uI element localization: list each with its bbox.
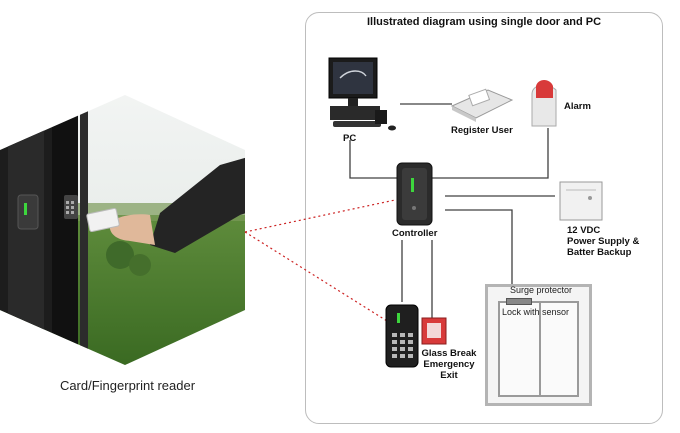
keypad-reader-device bbox=[385, 304, 419, 368]
glass-break-label-line1: Glass Break bbox=[421, 348, 477, 359]
pc-label: PC bbox=[343, 133, 357, 144]
glass-break-label: Glass Break Emergency Exit bbox=[420, 348, 478, 381]
controller-label: Controller bbox=[392, 228, 438, 239]
wire-controller-lock bbox=[445, 209, 513, 300]
door-panels bbox=[498, 301, 579, 397]
diagram-title: Illustrated diagram using single door an… bbox=[366, 16, 602, 28]
power-supply-label-line2: Power Supply & bbox=[567, 236, 640, 247]
alarm-device bbox=[531, 80, 557, 127]
lock-sensor-label: Lock with sensor bbox=[502, 307, 570, 317]
register-user-device bbox=[450, 88, 514, 122]
pc-device bbox=[328, 57, 396, 131]
wire-alarm-controller bbox=[432, 128, 549, 179]
lock-device bbox=[506, 298, 532, 305]
door-frame bbox=[485, 284, 592, 406]
link-to-controller bbox=[244, 199, 396, 233]
power-supply-device bbox=[559, 181, 603, 221]
door-split bbox=[538, 303, 541, 395]
link-to-keypad bbox=[244, 231, 396, 327]
glass-break-device bbox=[421, 317, 447, 345]
surge-protector-label: Surge protector bbox=[510, 285, 573, 295]
alarm-label: Alarm bbox=[564, 101, 591, 112]
card-reader-photo bbox=[0, 95, 245, 365]
glass-break-label-line3: Exit bbox=[440, 370, 458, 381]
left-caption: Card/Fingerprint reader bbox=[59, 378, 196, 393]
register-user-label: Register User bbox=[451, 125, 513, 136]
power-supply-label-line1: 12 VDC bbox=[567, 225, 601, 236]
glass-break-label-line2: Emergency bbox=[423, 359, 475, 370]
controller-device bbox=[396, 162, 433, 226]
wire-pc-controller bbox=[349, 140, 397, 179]
power-supply-label-line3: Batter Backup bbox=[567, 247, 632, 258]
power-supply-label: 12 VDC Power Supply & Batter Backup bbox=[567, 225, 639, 258]
